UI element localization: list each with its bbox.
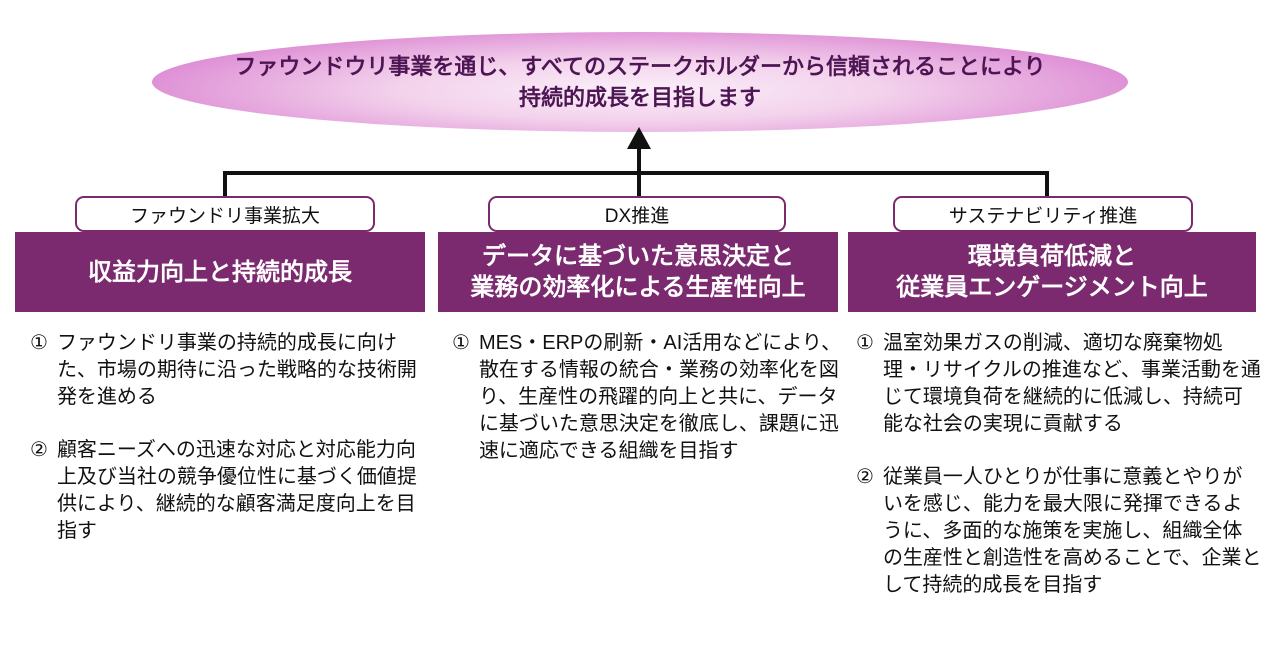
vision-text-line1: ファウンドウリ事業を通じ、すべてのステークホルダーから信頼されることにより bbox=[234, 54, 1046, 79]
item-number: ① bbox=[856, 332, 874, 354]
item-number: ② bbox=[856, 466, 874, 488]
heading-dx: データに基づいた意思決定と 業務の効率化による生産性向上 bbox=[470, 243, 806, 301]
connector-horizontal-line bbox=[223, 171, 1049, 175]
item-text: ファウンドリ事業の持続的成長に向けた、市場の期待に沿った戦略的な技術開発を進める bbox=[56, 332, 417, 408]
up-arrow-icon bbox=[627, 127, 651, 149]
tag-dx-promotion-label: DX推進 bbox=[604, 205, 670, 227]
list-item: ① 温室効果ガスの削減、適切な廃棄物処理・リサイクルの推進など、事業活動を通じて… bbox=[856, 330, 1262, 438]
list-item: ② 従業員一人ひとりが仕事に意義とやりがいを感じ、能力を最大限に発揮できるように… bbox=[856, 464, 1262, 599]
item-text: MES・ERPの刷新・AI活用などにより、散在する情報の統合・業務の効率化を図り… bbox=[478, 332, 842, 462]
list-item: ① MES・ERPの刷新・AI活用などにより、散在する情報の統合・業務の効率化を… bbox=[452, 330, 844, 465]
connector-right-stub bbox=[1045, 173, 1049, 197]
column-body-sustainability: ① 温室効果ガスの削減、適切な廃棄物処理・リサイクルの推進など、事業活動を通じて… bbox=[856, 330, 1262, 625]
heading-panel-sustainability: 環境負荷低減と 従業員エンゲージメント向上 bbox=[848, 232, 1256, 312]
heading-foundry: 収益力向上と持続的成長 bbox=[88, 258, 352, 286]
vision-ellipse: ファウンドウリ事業を通じ、すべてのステークホルダーから信頼されることにより 持続… bbox=[152, 32, 1128, 132]
tag-foundry-expansion: ファウンドリ事業拡大 bbox=[75, 196, 375, 232]
item-text: 温室効果ガスの削減、適切な廃棄物処理・リサイクルの推進など、事業活動を通じて環境… bbox=[882, 332, 1261, 435]
item-number: ① bbox=[452, 332, 470, 354]
heading-sustainability: 環境負荷低減と 従業員エンゲージメント向上 bbox=[896, 243, 1208, 301]
heading-panel-foundry: 収益力向上と持続的成長 bbox=[15, 232, 425, 312]
tag-sustainability-label: サステナビリティ推進 bbox=[948, 205, 1138, 227]
list-item: ② 顧客ニーズへの迅速な対応と対応能力向上及び当社の競争優位性に基づく価値提供に… bbox=[30, 437, 430, 545]
heading-panel-dx: データに基づいた意思決定と 業務の効率化による生産性向上 bbox=[438, 232, 838, 312]
item-number: ② bbox=[30, 439, 48, 461]
column-body-dx: ① MES・ERPの刷新・AI活用などにより、散在する情報の統合・業務の効率化を… bbox=[452, 330, 844, 491]
item-number: ① bbox=[30, 332, 48, 354]
item-text: 従業員一人ひとりが仕事に意義とやりがいを感じ、能力を最大限に発揮できるように、多… bbox=[882, 466, 1262, 596]
tag-foundry-expansion-label: ファウンドリ事業拡大 bbox=[129, 205, 320, 227]
vision-text-line2: 持続的成長を目指します bbox=[518, 85, 761, 110]
item-text: 顧客ニーズへの迅速な対応と対応能力向上及び当社の競争優位性に基づく価値提供により… bbox=[56, 439, 417, 542]
tag-dx-promotion: DX推進 bbox=[488, 196, 786, 232]
tag-sustainability: サステナビリティ推進 bbox=[893, 196, 1193, 232]
list-item: ① ファウンドリ事業の持続的成長に向けた、市場の期待に沿った戦略的な技術開発を進… bbox=[30, 330, 430, 411]
connector-left-stub bbox=[223, 173, 227, 197]
column-body-foundry: ① ファウンドリ事業の持続的成長に向けた、市場の期待に沿った戦略的な技術開発を進… bbox=[30, 330, 430, 571]
